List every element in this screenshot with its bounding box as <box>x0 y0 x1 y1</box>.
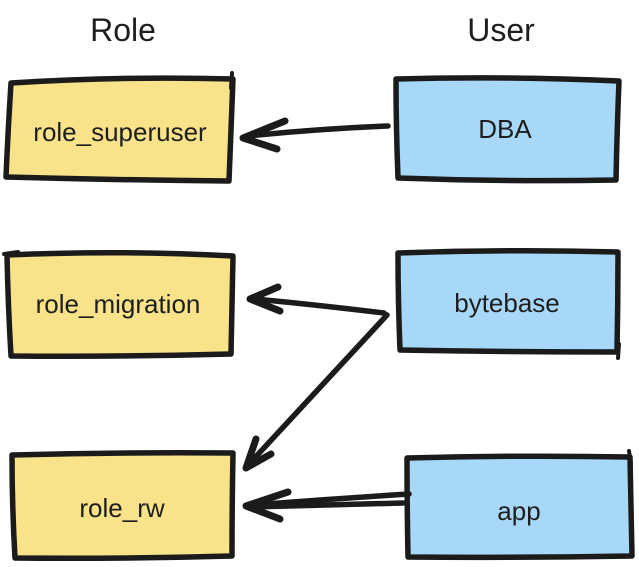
node-label-app: app <box>497 496 540 526</box>
node-role-rw: role_rw <box>9 450 236 561</box>
node-label-bytebase: bytebase <box>454 288 560 318</box>
sketch-corner-tick <box>616 342 621 360</box>
node-box-role-rw <box>9 450 236 561</box>
node-box-role-migration <box>4 249 236 359</box>
node-box-dba <box>393 75 622 184</box>
node-box-app <box>404 453 635 561</box>
node-label-dba: DBA <box>478 114 532 144</box>
sketch-corner-tick <box>229 71 234 90</box>
arrow-bytebase-to-role-rw <box>242 312 390 472</box>
node-role-migration: role_migration <box>2 249 236 359</box>
arrow-head-icon <box>239 117 289 153</box>
column-title-user: User <box>467 12 535 48</box>
arrow-head-icon <box>242 488 292 523</box>
node-label-role-rw: role_rw <box>79 493 164 523</box>
arrow-dba-to-role-superuser <box>239 117 391 153</box>
sketch-corner-tick <box>2 250 20 256</box>
arrow-shaft <box>252 296 387 316</box>
node-bytebase: bytebase <box>395 247 621 360</box>
sketch-corner-tick <box>627 449 633 466</box>
node-app: app <box>404 449 635 561</box>
node-role-superuser: role_superuser <box>3 71 236 184</box>
column-title-role: Role <box>90 12 156 48</box>
arrow-shaft-double-stroke <box>248 500 406 510</box>
arrow-head-icon <box>242 435 275 472</box>
node-label-role-migration: role_migration <box>36 289 201 319</box>
arrow-bytebase-to-role-migration <box>246 283 387 316</box>
arrow-head-icon <box>246 283 284 315</box>
arrow-shaft <box>245 123 391 139</box>
node-dba: DBA <box>393 75 622 184</box>
node-label-role-superuser: role_superuser <box>33 117 207 147</box>
node-box-role-superuser <box>3 75 236 184</box>
arrow-app-to-role-rw <box>242 488 412 523</box>
arrow-shaft <box>250 491 412 508</box>
arrow-shaft <box>247 312 390 466</box>
